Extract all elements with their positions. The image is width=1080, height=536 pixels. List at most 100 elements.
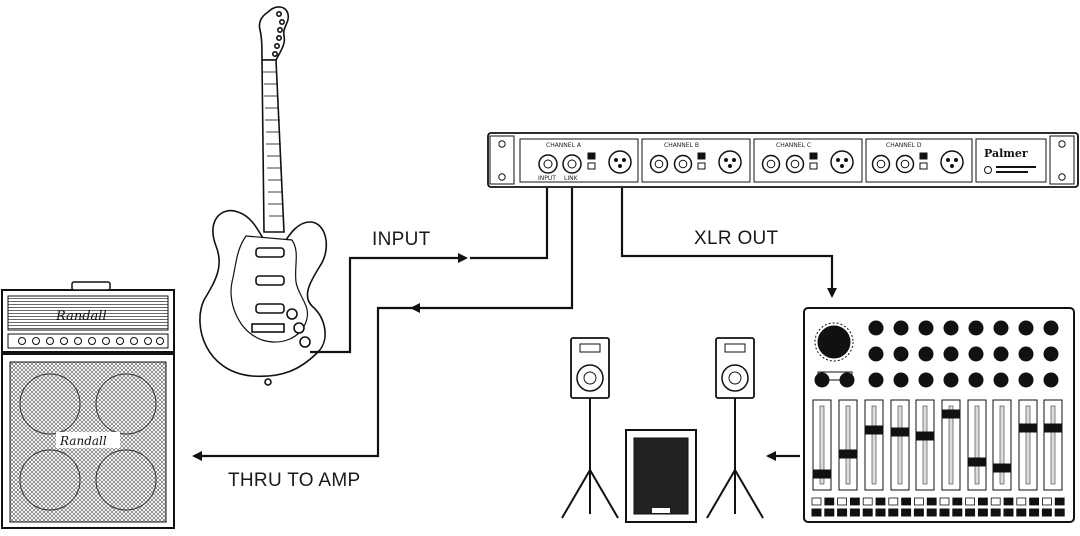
fader-cap	[891, 427, 909, 437]
di-channel-a: CHANNEL A INPUT LINK	[519, 138, 639, 183]
mixer-button	[1029, 508, 1040, 517]
mixer-knob	[1043, 372, 1059, 388]
mixer-button	[862, 508, 873, 517]
mixer-button	[1016, 508, 1027, 517]
mixer-knob	[893, 320, 909, 336]
mixer-knob	[968, 346, 984, 362]
mixer-knob	[993, 320, 1009, 336]
mixer-knob	[868, 320, 884, 336]
xlr-cable	[620, 188, 837, 298]
mixer-knob	[968, 320, 984, 336]
di-channel-c: CHANNEL C	[753, 138, 863, 183]
xlr-out-label: XLR OUT	[694, 228, 779, 249]
mixer-button	[978, 497, 988, 506]
mixer-knob	[1043, 320, 1059, 336]
fader-cap	[968, 457, 986, 467]
channel-b-label: CHANNEL B	[664, 142, 699, 149]
mixer-button	[977, 508, 988, 517]
mixer-button	[901, 508, 912, 517]
fader-cap	[993, 463, 1011, 473]
mixer-button	[875, 508, 886, 517]
mixer-knob	[868, 346, 884, 362]
mixer-knob	[943, 372, 959, 388]
channel-a-input-label: INPUT	[538, 175, 556, 182]
mixer-knob	[918, 320, 934, 336]
thru-cable	[192, 306, 418, 461]
fader-cap	[1044, 423, 1062, 433]
fader-cap	[865, 425, 883, 435]
fader-cap	[839, 449, 857, 459]
fader-slot	[897, 405, 903, 485]
thru-to-amp-label: THRU TO AMP	[228, 470, 361, 491]
di-box-rack-unit: CHANNEL A INPUT LINK CHANNEL B CHANNEL C	[487, 132, 1079, 188]
input-cable	[470, 188, 549, 260]
mixer-button	[1029, 497, 1039, 506]
fader-cap	[942, 409, 960, 419]
mixer-button	[824, 508, 835, 517]
guitar-cable	[310, 253, 468, 354]
fader-slot	[1025, 405, 1031, 485]
mixer-button	[901, 497, 911, 506]
mixer-knob	[868, 372, 884, 388]
cables	[192, 188, 837, 461]
mixer-knob	[968, 372, 984, 388]
mixer-button	[849, 508, 860, 517]
mixer-button	[1003, 508, 1014, 517]
mixer-knob	[918, 372, 934, 388]
mixer-button	[1003, 497, 1014, 506]
mixer-button	[939, 497, 950, 506]
subwoofer	[625, 429, 697, 523]
mixer-button	[888, 497, 899, 506]
di-channel-d: CHANNEL D	[865, 138, 973, 183]
mixer-button	[875, 497, 886, 506]
mixer-knob	[993, 372, 1009, 388]
pa-speaker-right	[706, 337, 764, 519]
mixer-button	[1016, 497, 1027, 506]
mixer-button	[952, 497, 963, 506]
mixer-knob	[943, 320, 959, 336]
mixer-button	[1054, 508, 1065, 517]
fader-cap	[813, 469, 831, 479]
mixer-button	[990, 508, 1001, 517]
mixer-button	[837, 508, 848, 517]
fader-slot	[948, 405, 954, 485]
mixer-button	[1042, 497, 1052, 506]
di-brand-panel: Palmer	[975, 138, 1047, 183]
mixer-button	[990, 497, 1001, 506]
fader-cap	[1019, 423, 1037, 433]
di-channel-b: CHANNEL B	[641, 138, 751, 183]
mixer-button	[965, 497, 975, 506]
pa-speaker-left	[561, 337, 619, 519]
channel-a-link-label: LINK	[564, 175, 579, 182]
mixer-knob	[893, 372, 909, 388]
fader-slot	[871, 405, 877, 485]
mixer-knob	[814, 372, 830, 388]
channel-a-label: CHANNEL A	[546, 142, 582, 149]
mixer-button	[1041, 508, 1052, 517]
mixer-knob	[893, 346, 909, 362]
mixer-button	[850, 497, 860, 506]
fader-cap	[916, 431, 934, 441]
fader-slot	[999, 405, 1005, 485]
mixer-button-row	[811, 497, 1065, 517]
mixer-button	[824, 497, 835, 506]
mixer-knob	[1018, 320, 1034, 336]
mixer-button	[926, 508, 937, 517]
mixer-button	[926, 497, 937, 506]
fader-slot	[974, 405, 980, 485]
amp-head-logo: Randall	[55, 309, 107, 324]
input-label: INPUT	[372, 229, 431, 250]
mixer-button	[837, 497, 847, 506]
mixer-knob-grid	[814, 320, 1059, 388]
di-brand-logo: Palmer	[984, 147, 1028, 160]
mixer-button	[952, 508, 963, 517]
electric-guitar	[199, 6, 328, 386]
mixing-console	[803, 307, 1075, 523]
channel-d-label: CHANNEL D	[886, 142, 922, 149]
mixer-fader-bank	[812, 399, 1063, 491]
mixer-knob	[943, 346, 959, 362]
fader-slot	[845, 405, 851, 485]
link-cable	[410, 188, 574, 313]
